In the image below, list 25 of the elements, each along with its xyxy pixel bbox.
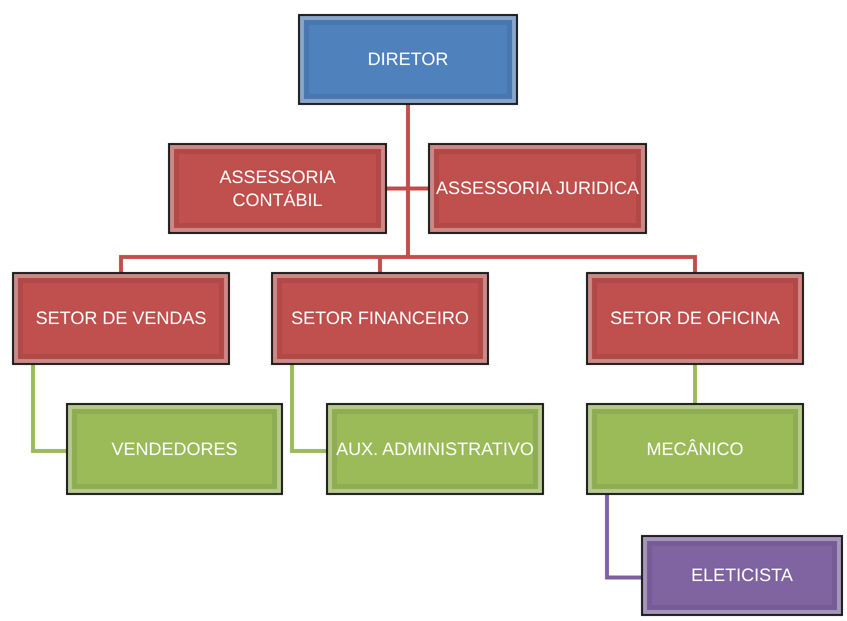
node-label: VENDEDORES [110,438,239,460]
org-box [586,272,804,365]
org-box [428,143,647,234]
org-box [326,403,544,495]
node-label: DIRETOR [366,48,450,71]
connector-line [31,365,66,453]
connector-line [406,105,697,272]
node-label: MECÂNICO [645,438,744,460]
org-box [12,272,230,365]
node-label: ELETICISTA [690,564,794,587]
connector-line [605,495,641,580]
node-label: ASSESSORIA CONTÁBIL [218,166,337,211]
node-label: SETOR FINANCEIRO [290,307,470,330]
connector-line [693,365,697,403]
connector-line [290,365,326,453]
org-box [168,143,387,234]
org-box [641,535,843,616]
org-box [586,403,804,495]
org-box [298,14,518,105]
node-label: SETOR DE OFICINA [609,307,781,330]
node-label: AUX. ADMINISTRATIVO [335,438,535,460]
node-label: ASSESSORIA JURIDICA [434,177,640,200]
node-label: SETOR DE VENDAS [34,307,208,330]
org-box [271,272,489,365]
org-box [66,403,283,495]
